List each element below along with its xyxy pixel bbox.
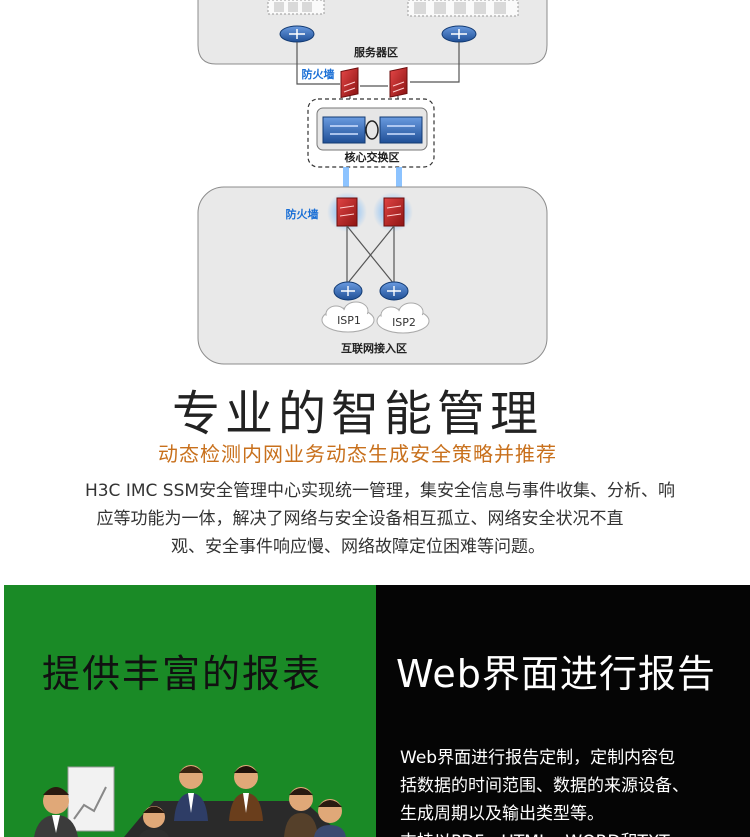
uplink-glow xyxy=(343,167,349,197)
router-icon xyxy=(379,281,409,301)
uplink-glow xyxy=(396,167,402,197)
network-topology-svg: 服务器区 防火墙 xyxy=(197,0,548,365)
firewall-label-top: 防火墙 xyxy=(302,67,335,81)
management-title: 专业的智能管理 xyxy=(171,386,543,442)
isp1-label: ISP1 xyxy=(337,314,361,327)
web-report-description-line: 支持以PDF、HTML、WORD和TXT xyxy=(400,827,670,837)
reports-heading: 提供丰富的报表 xyxy=(42,652,323,696)
server-icon xyxy=(267,0,325,15)
business-meeting-illustration xyxy=(34,765,346,837)
cross-links xyxy=(346,225,395,285)
internet-zone-label: 互联网接入区 xyxy=(341,341,407,355)
server-zone: 服务器区 xyxy=(197,0,548,65)
firewall-label-bottom: 防火墙 xyxy=(286,207,319,221)
management-description-line: H3C IMC SSM安全管理中心实现统一管理，集安全信息与事件收集、分析、响 xyxy=(84,481,676,501)
cloud-icon: ISP1 xyxy=(321,301,375,333)
reports-panel: 提供丰富的报表 xyxy=(4,585,376,837)
firewall-icon xyxy=(336,197,358,227)
switch-icon xyxy=(441,25,477,43)
core-switch-icon xyxy=(322,116,366,144)
core-zone: 核心交换区 xyxy=(307,98,435,168)
network-diagram: 服务器区 防火墙 xyxy=(0,0,750,372)
web-report-heading: Web界面进行报告 xyxy=(396,652,716,696)
cloud-icon: ISP2 xyxy=(376,302,430,334)
server-icon xyxy=(407,0,519,17)
management-subtitle: 动态检测内网业务动态生成安全策略并推荐 xyxy=(158,442,557,466)
internet-zone: 防火墙 xyxy=(197,186,548,365)
link-lines xyxy=(296,42,460,108)
web-report-description-line: Web界面进行报告定制，定制内容包 xyxy=(400,748,676,768)
core-switch-icon xyxy=(379,116,423,144)
web-report-description-line: 生成周期以及输出类型等。 xyxy=(400,804,604,824)
server-zone-label: 服务器区 xyxy=(354,45,398,59)
web-report-panel: Web界面进行报告 Web界面进行报告定制，定制内容包 括数据的时间范围、数据的… xyxy=(376,585,750,837)
switch-icon xyxy=(279,25,315,43)
firewall-icon xyxy=(340,67,359,99)
firewall-icon xyxy=(389,66,408,98)
router-icon xyxy=(333,281,363,301)
management-description-line: 观、安全事件响应慢、网络故障定位困难等问题。 xyxy=(171,537,545,557)
management-description-line: 应等功能为一体，解决了网络与安全设备相互孤立、网络安全状况不直 xyxy=(96,509,624,529)
firewall-icon xyxy=(383,197,405,227)
isp2-label: ISP2 xyxy=(392,316,416,329)
core-zone-label: 核心交换区 xyxy=(345,150,400,164)
web-report-description-line: 括数据的时间范围、数据的来源设备、 xyxy=(400,776,689,796)
management-section: 专业的智能管理 动态检测内网业务动态生成安全策略并推荐 H3C IMC SSM安… xyxy=(0,372,750,582)
